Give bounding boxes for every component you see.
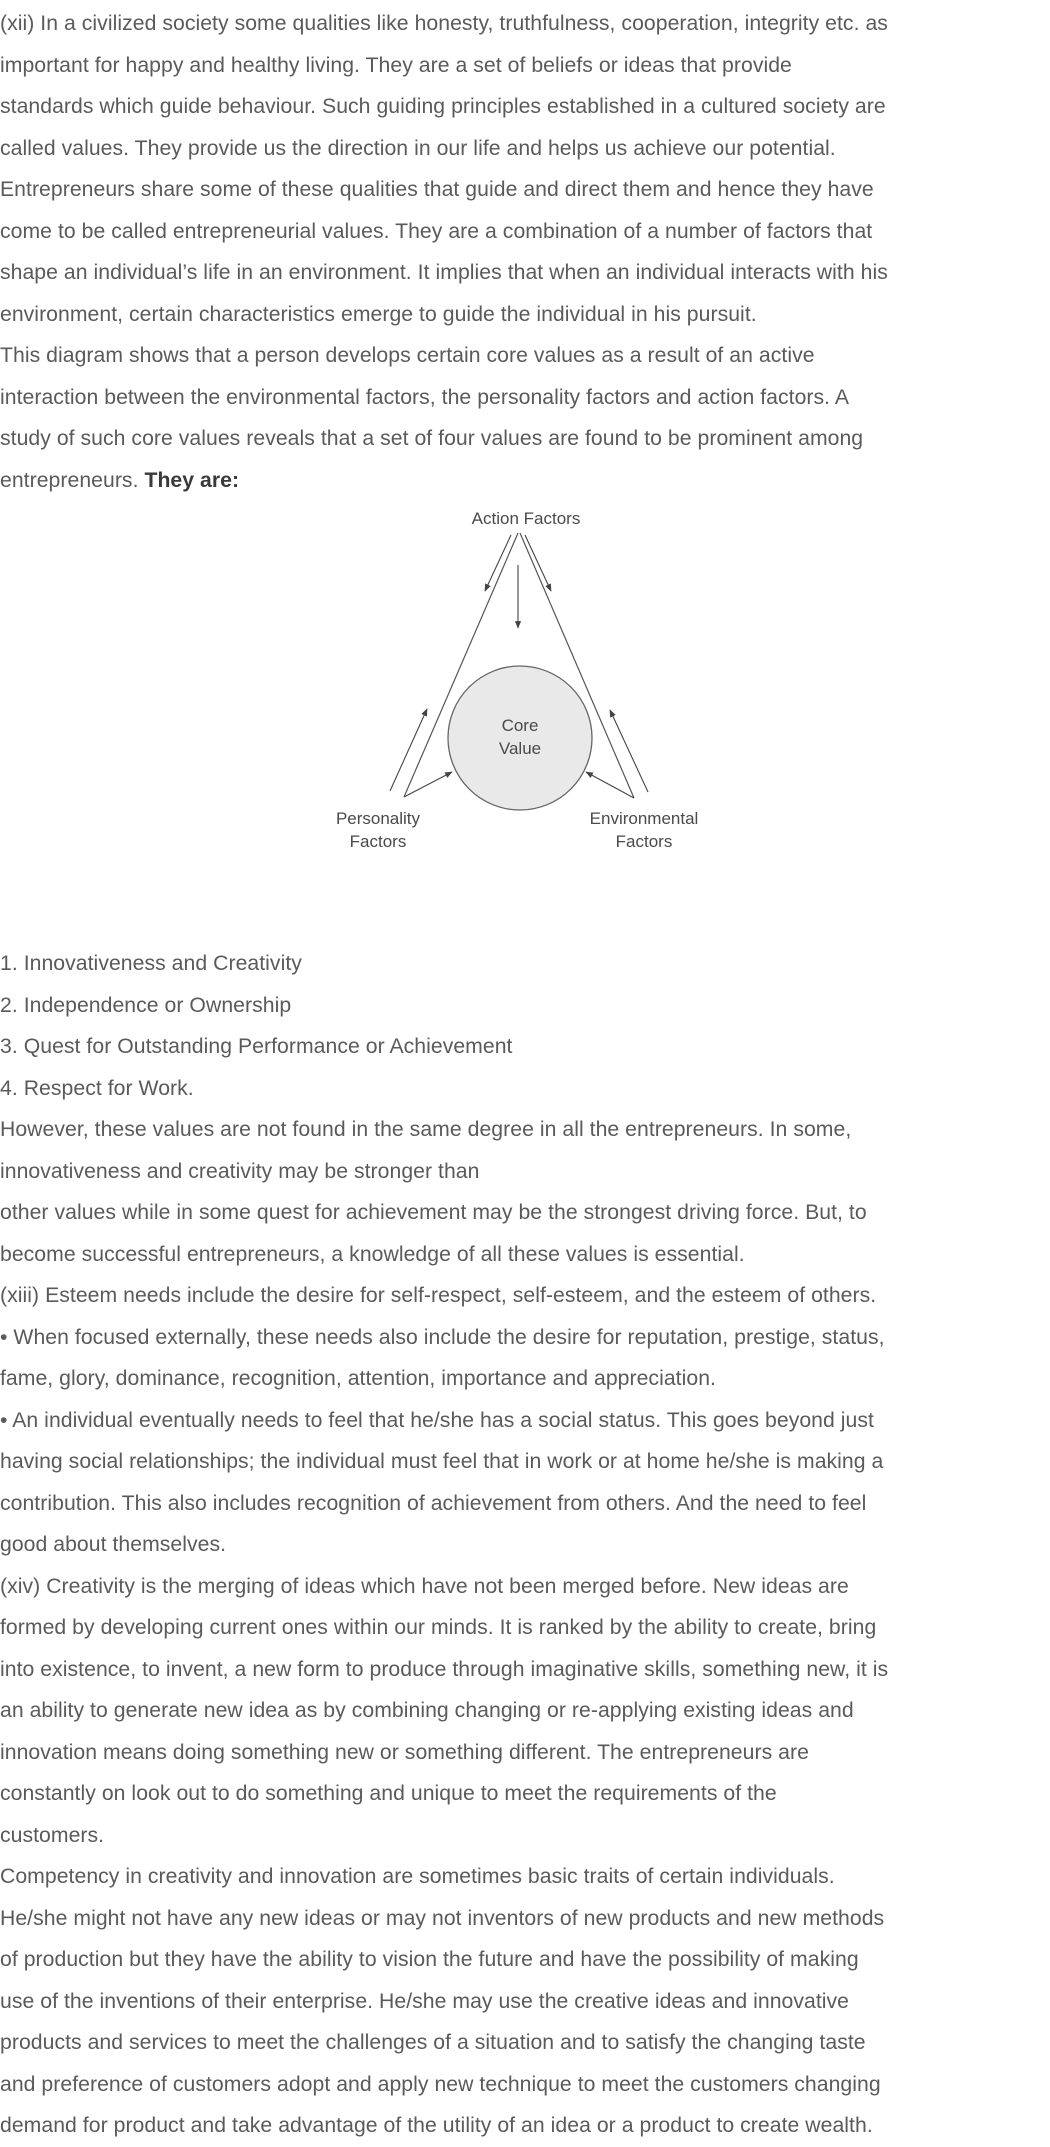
personality-label: Personality xyxy=(336,809,421,828)
text-line: formed by developing current ones within… xyxy=(0,1616,877,1639)
core-value-circle xyxy=(447,665,593,811)
bullet-line: contribution. This also includes recogni… xyxy=(0,1491,867,1515)
list-item: 2. Independence or Ownership xyxy=(0,993,292,1017)
environmental-factors-label: Factors xyxy=(616,832,673,851)
personality-to-core-arrow xyxy=(403,771,453,798)
core-value-diagram: Action Factors Core Value Personality Fa… xyxy=(300,490,750,870)
text-line: (xiv) Creativity is the merging of ideas… xyxy=(0,1574,849,1598)
text-line: standards which guide behaviour. Such gu… xyxy=(0,95,886,118)
text-line: into existence, to invent, a new form to… xyxy=(0,1657,889,1681)
bold-text: They are: xyxy=(144,468,240,492)
text-line: customers. xyxy=(0,1823,105,1847)
list-item: 4. Respect for Work. xyxy=(0,1076,194,1100)
text-line: demand for product and take advantage of… xyxy=(0,2114,873,2137)
bullet-line: good about themselves. xyxy=(0,1533,227,1556)
text-line: However, these values are not found in t… xyxy=(0,1118,852,1141)
text-line: of production but they have the ability … xyxy=(0,1948,859,1971)
value-label: Value xyxy=(499,739,541,758)
bullet-line: having social relationships; the individ… xyxy=(0,1450,884,1473)
core-label: Core xyxy=(502,716,539,735)
text-line: called values. They provide us the direc… xyxy=(0,136,836,160)
text-line: interaction between the environmental fa… xyxy=(0,385,850,409)
text-line: constantly on look out to do something a… xyxy=(0,1782,777,1805)
text-line: environment, certain characteristics eme… xyxy=(0,302,757,326)
text-line: important for happy and healthy living. … xyxy=(0,53,792,77)
environmental-to-core-arrow xyxy=(585,771,635,799)
text-line: become successful entrepreneurs, a knowl… xyxy=(0,1242,745,1266)
bullet-line: • When focused externally, these needs a… xyxy=(0,1325,885,1349)
text-line: study of such core values reveals that a… xyxy=(0,427,864,450)
text-line: Entrepreneurs share some of these qualit… xyxy=(0,178,874,201)
text-line: entrepreneurs. They are: xyxy=(0,460,239,502)
text-line: (xii) In a civilized society some qualit… xyxy=(0,12,888,35)
personality-factors-label: Factors xyxy=(350,832,407,851)
environmental-to-action-arrow xyxy=(609,709,649,793)
text-run: entrepreneurs. xyxy=(0,468,145,492)
action-factors-label: Action Factors xyxy=(472,509,581,528)
bullet-line: fame, glory, dominance, recognition, att… xyxy=(0,1367,716,1390)
text-line: Competency in creativity and innovation … xyxy=(0,1865,835,1888)
bullet-line: • An individual eventually needs to feel… xyxy=(0,1408,874,1432)
text-line: innovation means doing something new or … xyxy=(0,1740,809,1764)
personality-to-action-arrow xyxy=(389,708,428,792)
text-line: other values while in some quest for ach… xyxy=(0,1201,867,1224)
list-item: 3. Quest for Outstanding Performance or … xyxy=(0,1035,513,1058)
text-line: innovativeness and creativity may be str… xyxy=(0,1159,480,1183)
action-to-personality-arrow xyxy=(484,534,512,592)
text-line: He/she might not have any new ideas or m… xyxy=(0,1906,885,1930)
text-line: use of the inventions of their enterpris… xyxy=(0,1989,850,2013)
list-item: 1. Innovativeness and Creativity xyxy=(0,952,302,975)
action-to-environmental-arrow xyxy=(524,534,552,592)
text-line: shape an individual’s life in an environ… xyxy=(0,261,888,284)
text-line: (xiii) Esteem needs include the desire f… xyxy=(0,1284,877,1307)
text-line: come to be called entrepreneurial values… xyxy=(0,219,873,243)
text-line: and preference of customers adopt and ap… xyxy=(0,2072,881,2096)
environmental-label: Environmental xyxy=(590,809,699,828)
left-edge-line xyxy=(403,532,519,798)
right-edge-line xyxy=(519,532,635,799)
text-line: an ability to generate new idea as by co… xyxy=(0,1699,854,1722)
text-line: This diagram shows that a person develop… xyxy=(0,344,815,367)
text-line: products and services to meet the challe… xyxy=(0,2031,866,2054)
